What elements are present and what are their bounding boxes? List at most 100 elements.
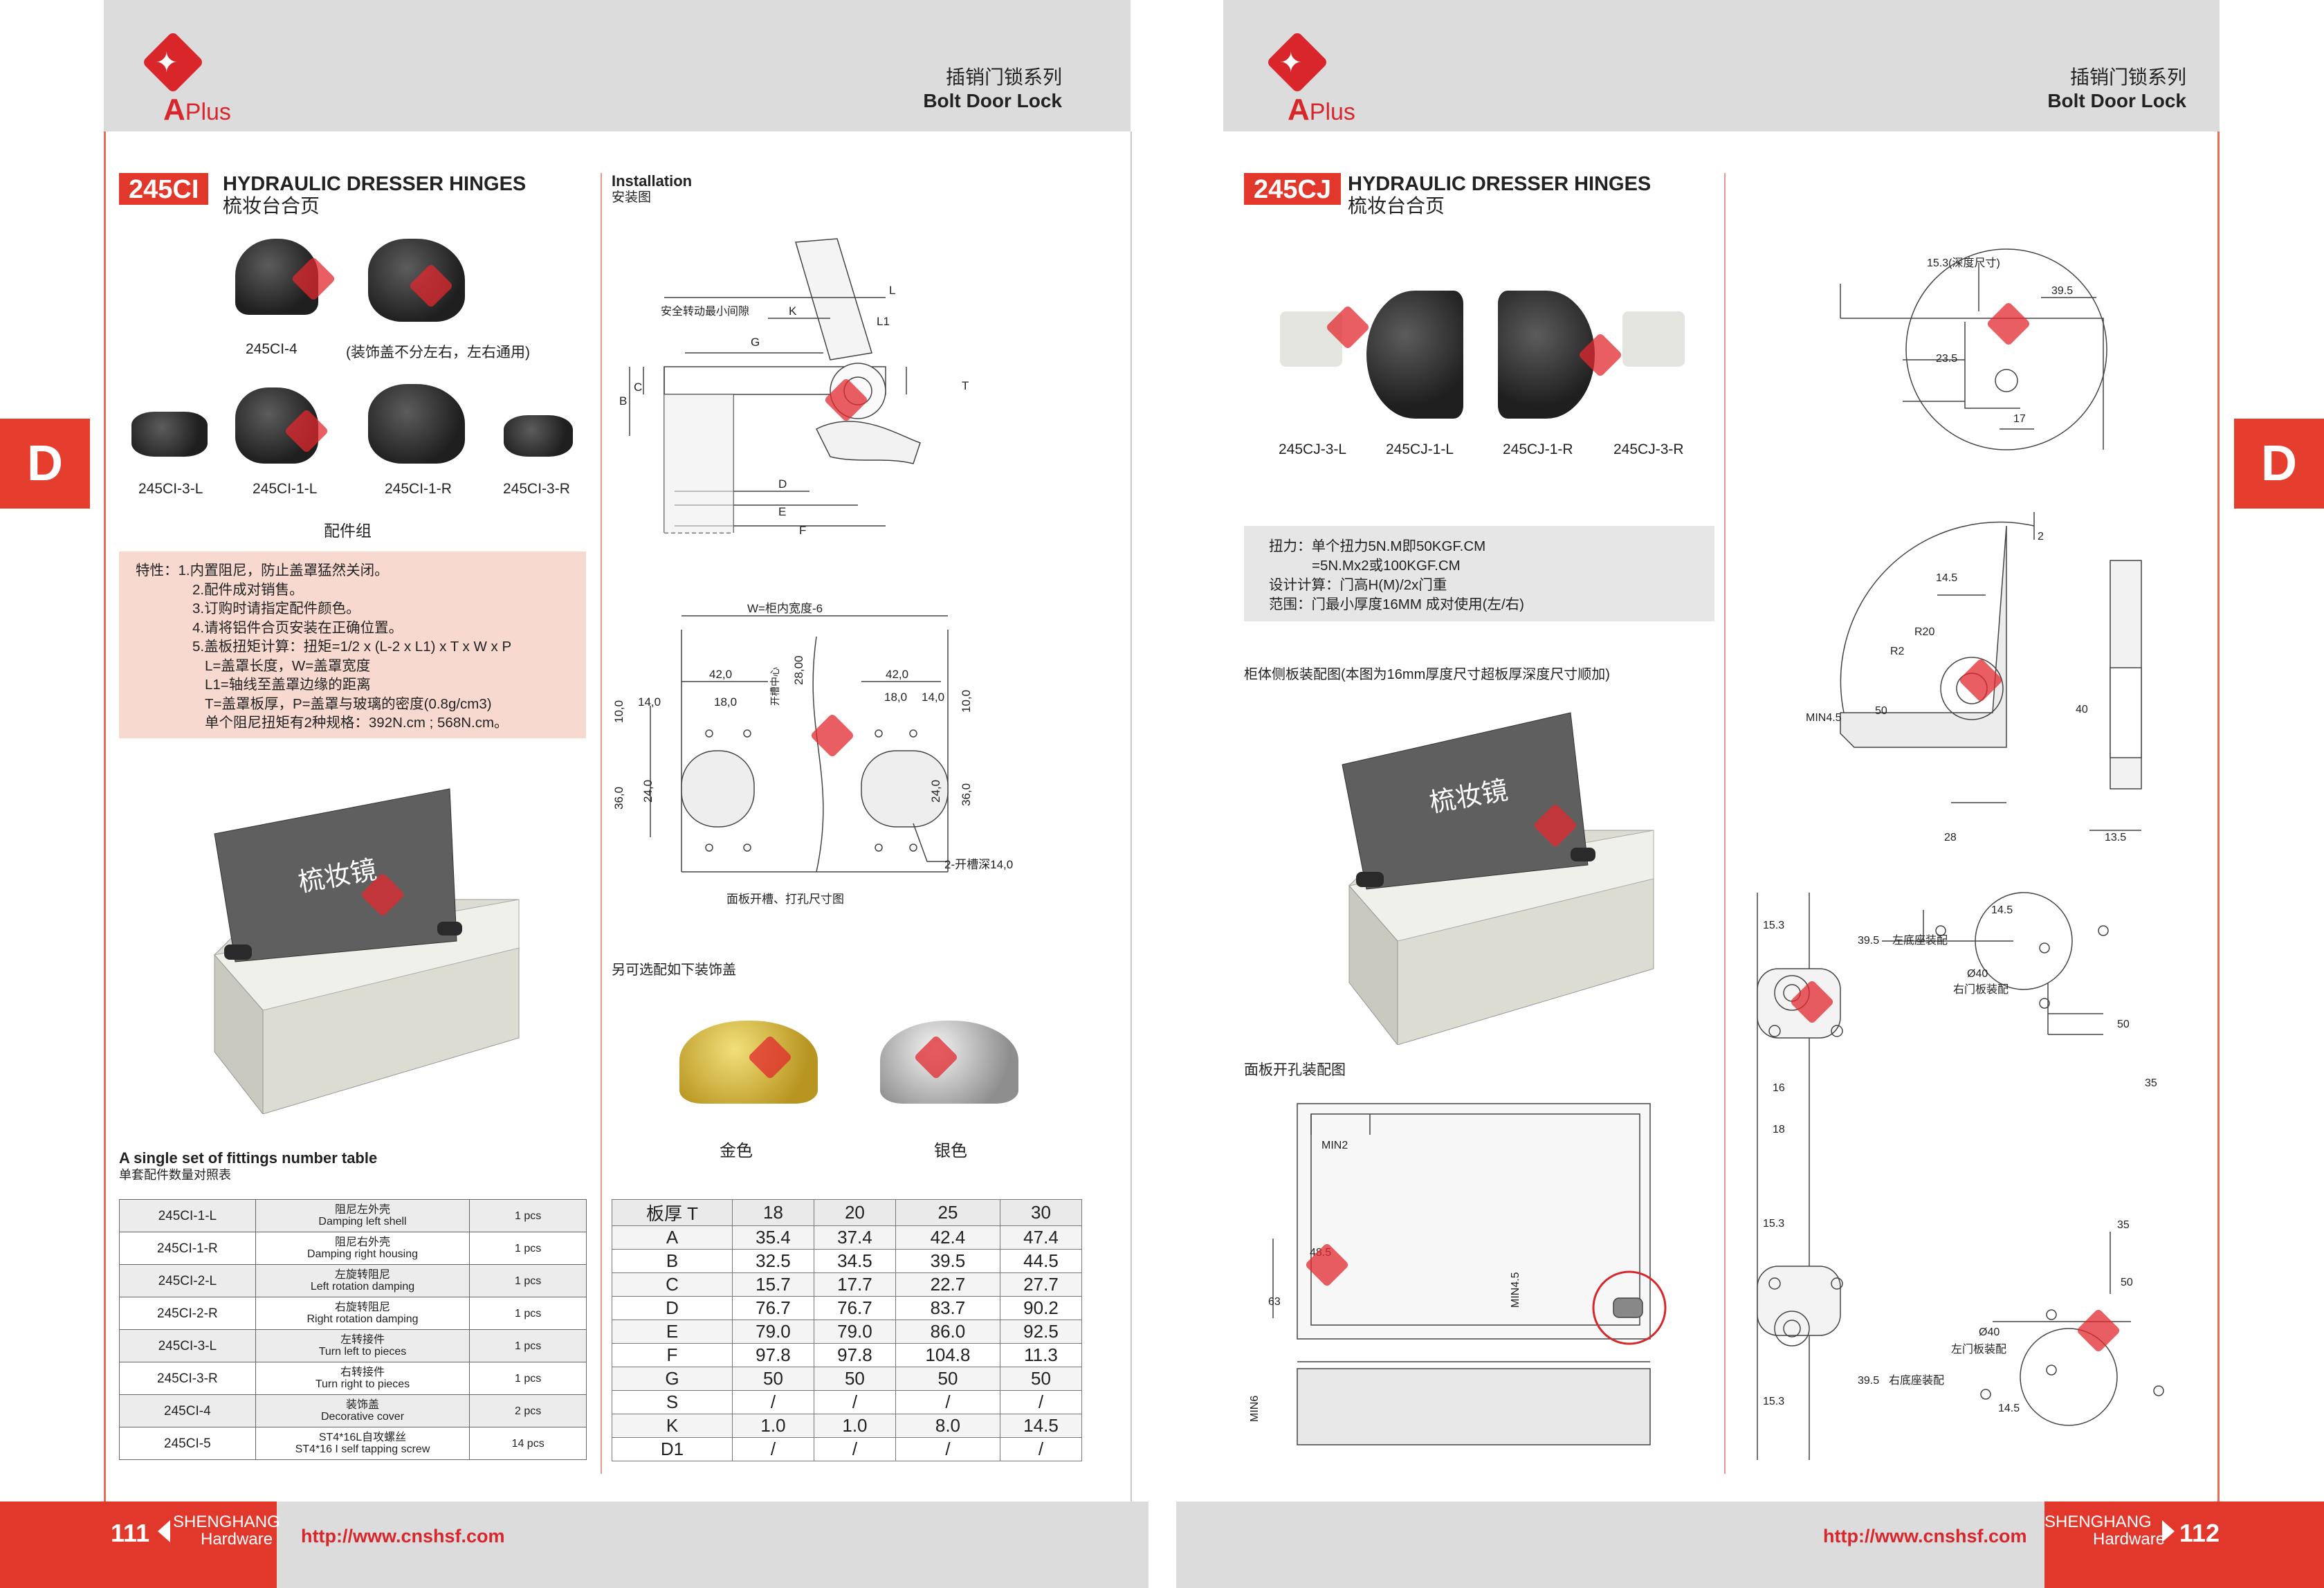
side-panel-caption: 柜体侧板装配图(本图为16mm厚度尺寸超板厚深度尺寸顺加) xyxy=(1244,667,1610,682)
base-dim-label: 14.5 xyxy=(1991,904,2013,916)
panel-dim: 42,0 xyxy=(886,668,908,681)
panel-w-label: W=柜内宽度-6 xyxy=(747,602,823,615)
detail-r2-label: R2 xyxy=(1890,646,1905,657)
part-label: 245CI-4 xyxy=(246,341,298,357)
dim-cell: / xyxy=(731,1437,814,1461)
left-page-number: 111 xyxy=(111,1519,150,1547)
left-series-title: 插销门锁系列 Bolt Door Lock xyxy=(923,66,1062,111)
right-base-label: 右底座装配 xyxy=(1889,1374,1944,1387)
dim-cell: 76.7 xyxy=(813,1296,896,1320)
aplus-logo: ✦ APlus xyxy=(1256,30,1355,127)
left-base-label: 左底座装配 xyxy=(1892,934,1948,947)
right-url-link[interactable]: http://www.cnshsf.com xyxy=(1823,1526,2027,1546)
detail-r20-label: R20 xyxy=(1914,626,1934,638)
dim-cell: / xyxy=(731,1390,814,1414)
panel-dim: 24,0 xyxy=(929,780,942,803)
left-header-band xyxy=(104,0,1131,131)
left-column-rule xyxy=(601,173,602,1474)
fit-table-title: A single set of fittings number table 单套… xyxy=(119,1149,378,1183)
base-dim-label: 35 xyxy=(2145,1077,2157,1089)
dim-cell: / xyxy=(813,1390,896,1414)
install-l1-label: L1 xyxy=(877,315,890,328)
dim-cell: / xyxy=(999,1437,1083,1461)
right-column-rule xyxy=(1724,173,1726,1474)
dim-cell: 86.0 xyxy=(895,1320,1000,1344)
detail-dim-label: 28 xyxy=(1944,832,1957,843)
dim-cell: 90.2 xyxy=(999,1296,1083,1320)
left-url-link[interactable]: http://www.cnshsf.com xyxy=(301,1526,505,1546)
dim-cell: 47.4 xyxy=(999,1225,1083,1250)
install-gap-label: 安全转动最小间隙 xyxy=(661,305,749,318)
left-panel-label: 左门板装配 xyxy=(1951,1343,2006,1356)
dim-cell: 35.4 xyxy=(731,1225,814,1250)
dim-cell: / xyxy=(895,1390,1000,1414)
fit-code-cell: 245CI-3-L xyxy=(119,1329,256,1362)
part-image-245ci-1-r xyxy=(368,384,465,464)
part-image-245ci-3-l xyxy=(131,412,208,457)
part-image-245cj-1-l xyxy=(1366,291,1463,419)
fit-code-cell: 245CI-4 xyxy=(119,1394,256,1427)
dim-cell: D1 xyxy=(612,1437,733,1461)
dim-cell: 27.7 xyxy=(999,1272,1083,1297)
dim-cell: 34.5 xyxy=(813,1249,896,1273)
base-phi-label: Ø40 xyxy=(1967,968,1988,980)
fit-qty-cell: 1 pcs xyxy=(469,1264,587,1297)
detail-dim-label: 23.5 xyxy=(1936,353,1957,365)
part-label: 245CJ-1-L xyxy=(1386,441,1454,457)
base-dim-label: 14.5 xyxy=(1998,1403,2020,1414)
dim-cell: G xyxy=(612,1367,733,1391)
part-label: 245CI-1-L xyxy=(253,481,318,497)
dim-header-cell: 18 xyxy=(731,1199,814,1226)
install-c-label: C xyxy=(634,381,642,394)
panel-dim: 36,0 xyxy=(612,787,625,810)
dim-cell: 83.7 xyxy=(895,1296,1000,1320)
panel-caption: 面板开槽、打孔尺寸图 xyxy=(726,893,844,906)
gold-cover-image xyxy=(679,1021,818,1104)
panel-dim: 42,0 xyxy=(709,668,732,681)
panel-dim: 36,0 xyxy=(960,783,973,806)
dim-cell: 92.5 xyxy=(999,1320,1083,1344)
right-side-tab: D xyxy=(2234,419,2324,509)
dim-header-cell: 25 xyxy=(895,1199,1000,1226)
install-g-label: G xyxy=(751,336,760,349)
dim-cell: 79.0 xyxy=(813,1320,896,1344)
dim-cell: 15.7 xyxy=(731,1272,814,1297)
part-label: 245CJ-3-L xyxy=(1279,441,1347,457)
fit-qty-cell: 14 pcs xyxy=(469,1427,587,1460)
install-d-label: D xyxy=(778,477,787,491)
install-t-label: T xyxy=(962,379,969,392)
dim-cell: 32.5 xyxy=(731,1249,814,1273)
fit-qty-cell: 1 pcs xyxy=(469,1362,587,1395)
dim-cell: 97.8 xyxy=(813,1343,896,1367)
dim-cell: 50 xyxy=(999,1367,1083,1391)
install-l-label: L xyxy=(889,284,895,297)
product-title: HYDRAULIC DRESSER HINGES 梳妆台合页 xyxy=(1348,173,1651,217)
dim-cell: K xyxy=(612,1414,733,1438)
dim-cell: S xyxy=(612,1390,733,1414)
install-b-label: B xyxy=(619,394,627,408)
dim-cell: 11.3 xyxy=(999,1343,1083,1367)
right-footer-red xyxy=(2044,1502,2324,1588)
dim-cell: A xyxy=(612,1225,733,1250)
panel-dim: 10,0 xyxy=(612,700,625,723)
dim-cell: 8.0 xyxy=(895,1414,1000,1438)
fit-qty-cell: 1 pcs xyxy=(469,1297,587,1330)
part-label: 245CI-3-R xyxy=(503,481,570,497)
fit-code-cell: 245CI-2-L xyxy=(119,1264,256,1297)
panel-min45-label: MIN4.5 xyxy=(1510,1272,1521,1308)
right-arrow-icon xyxy=(2162,1520,2175,1542)
